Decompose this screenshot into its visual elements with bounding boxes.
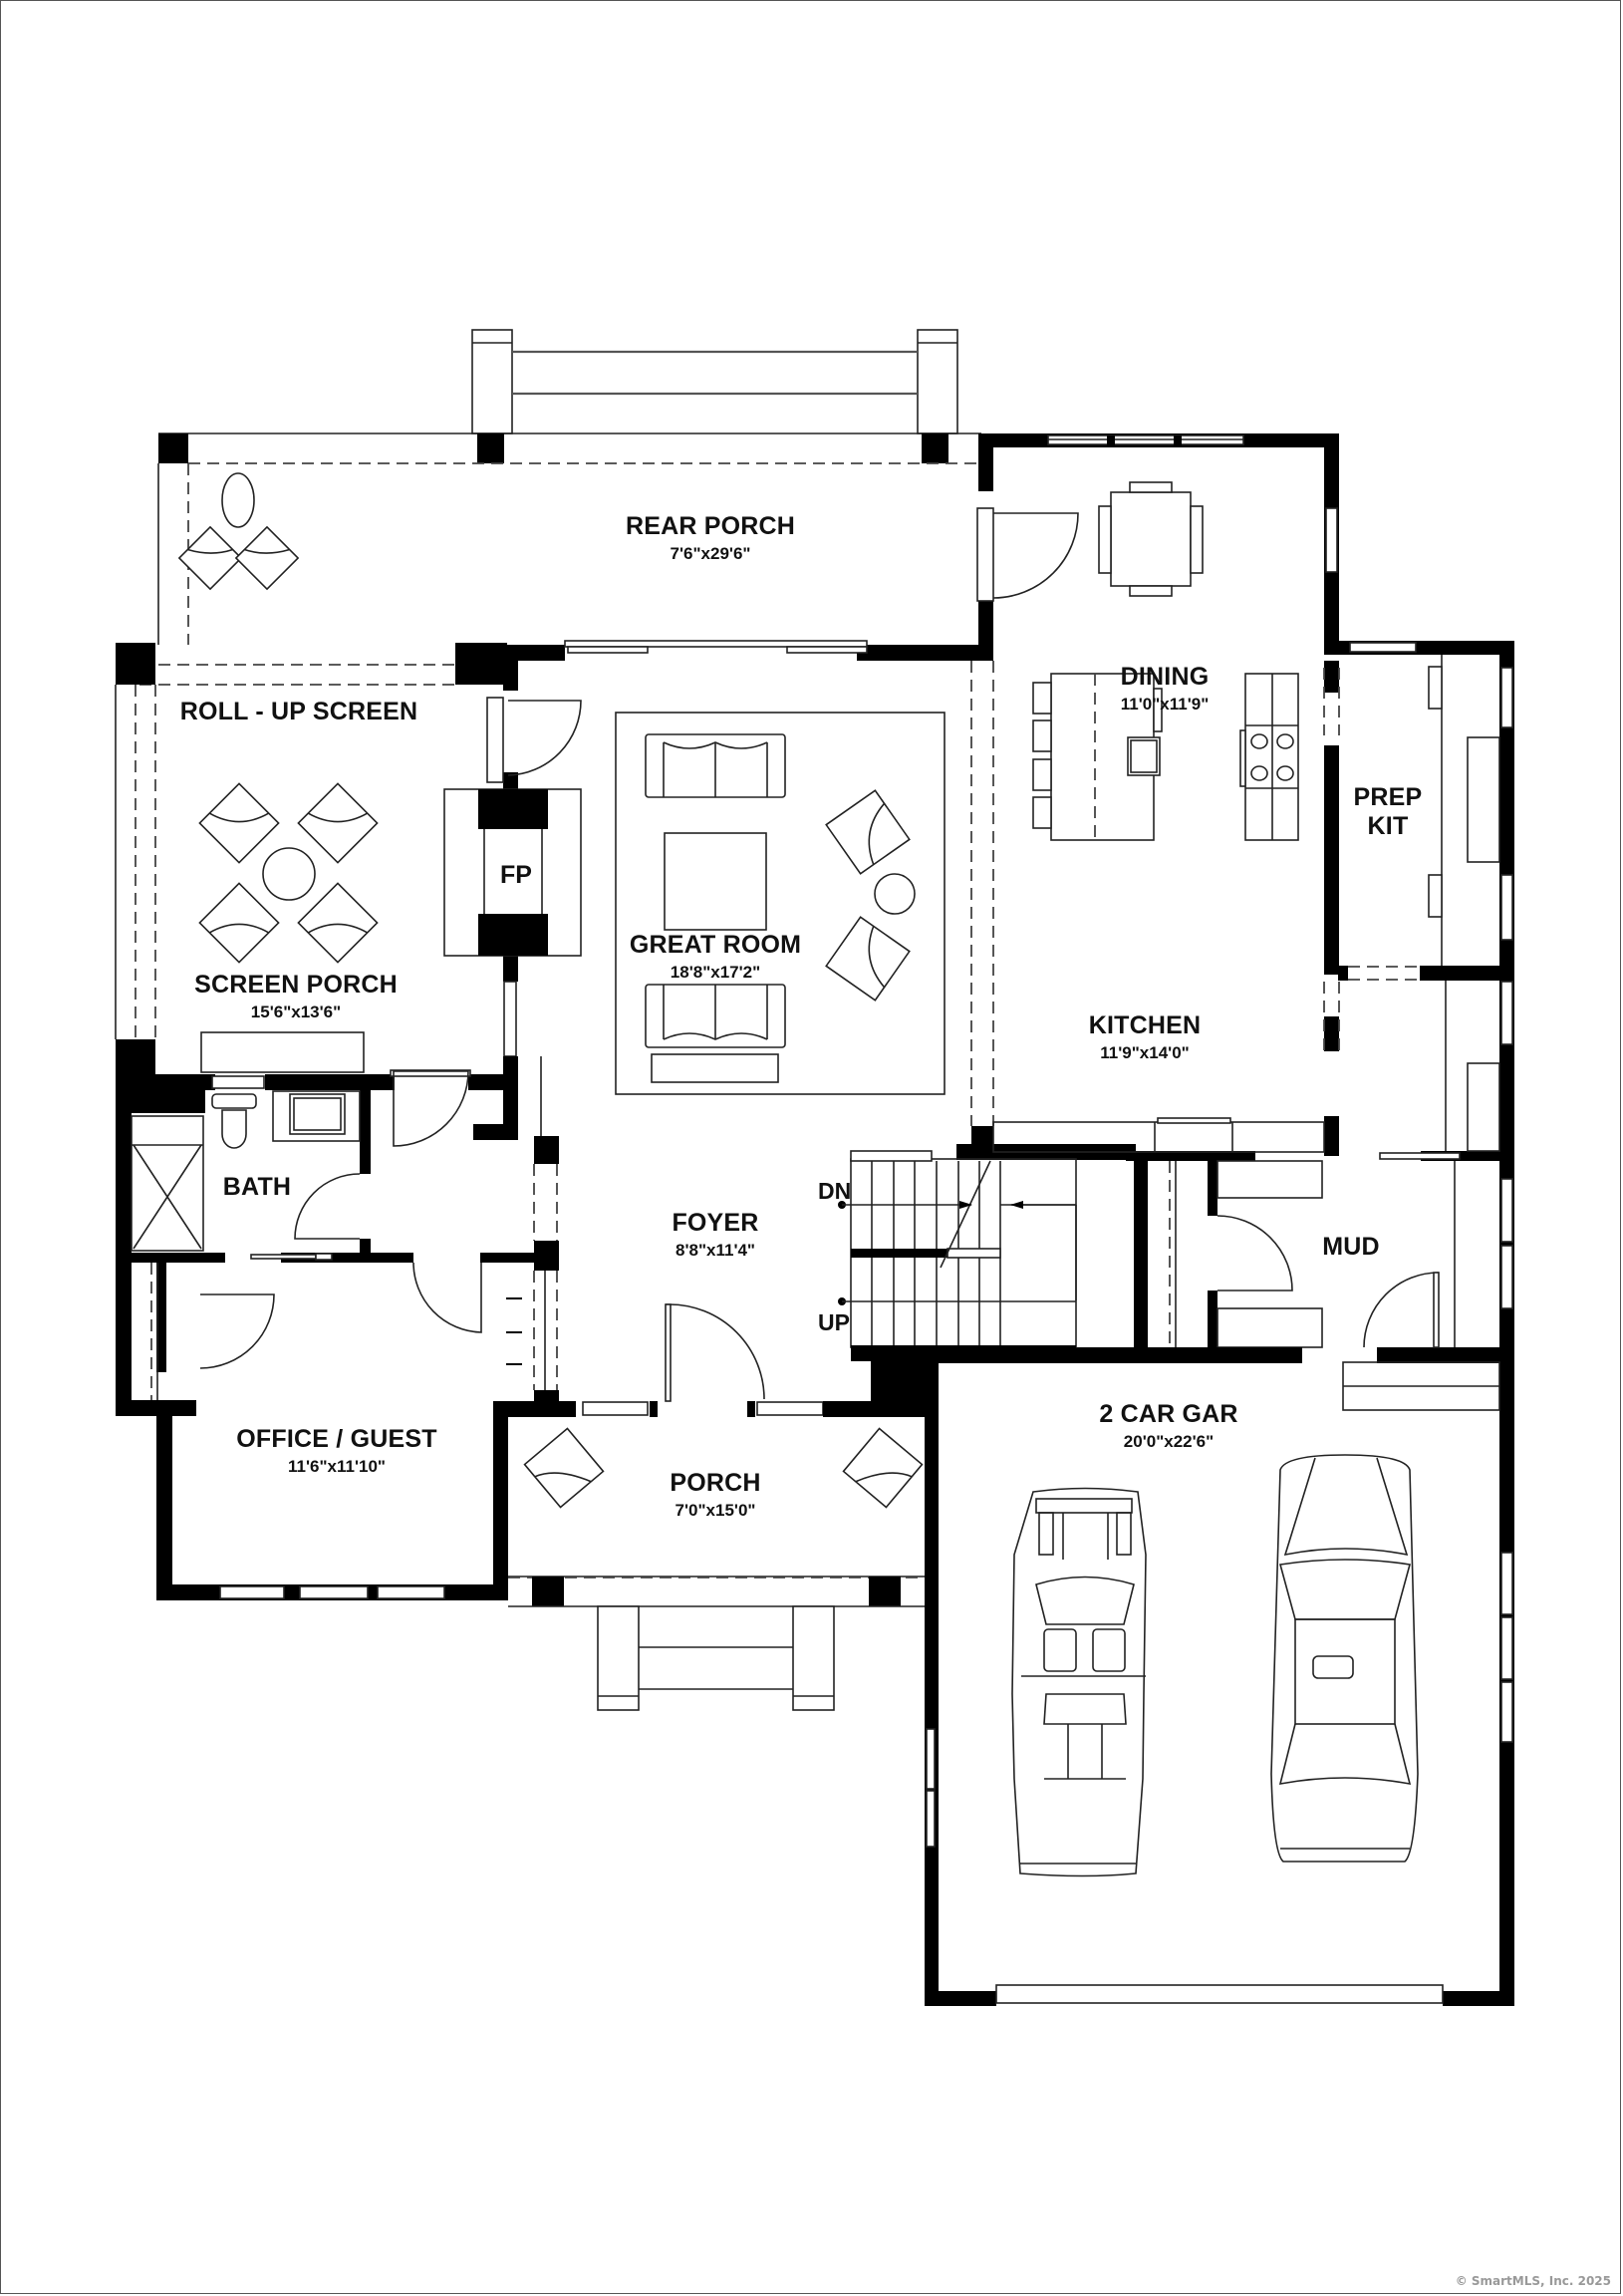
room-name: OFFICE / GUEST — [236, 1425, 437, 1453]
room-label-mud: MUD — [1322, 1233, 1380, 1262]
room-name: GREAT ROOM — [629, 931, 802, 959]
room-label-bath: BATH — [223, 1173, 291, 1202]
room-dimensions: 20'0"x22'6" — [1123, 1431, 1215, 1451]
room-name-line2: KIT — [1367, 811, 1409, 840]
fireplace — [443, 788, 582, 957]
room-name: PREP — [1353, 783, 1423, 811]
rear-porch-steps — [158, 329, 981, 434]
room-label-garage: 2 CAR GAR 20'0"x22'6" — [1099, 1400, 1237, 1451]
room-name: PORCH — [670, 1469, 761, 1497]
room-dimensions: 8'8"x11'4" — [676, 1240, 755, 1260]
stairs-down-label: DN — [818, 1178, 852, 1204]
room-name: FOYER — [672, 1209, 759, 1237]
room-label-foyer: FOYER 8'8"x11'4" — [672, 1209, 758, 1260]
stairs — [838, 1150, 1077, 1361]
room-dimensions: 18'8"x17'2" — [670, 962, 761, 982]
fireplace-label: FP — [500, 861, 532, 889]
room-name: SCREEN PORCH — [194, 971, 398, 999]
room-name: KITCHEN — [1088, 1011, 1202, 1039]
copyright-notice: © SmartMLS, Inc. 2025 — [1455, 2274, 1611, 2288]
room-dimensions: 11'0"x11'9" — [1120, 694, 1210, 714]
room-label-prep-kit: PREP KIT — [1354, 783, 1423, 841]
room-label-screen-porch: SCREEN PORCH 15'6"x13'6" — [194, 971, 398, 1021]
room-name: MUD — [1322, 1233, 1380, 1261]
front-porch-steps — [597, 1605, 835, 1711]
walls — [115, 433, 1514, 2006]
great-room-furniture — [615, 712, 946, 1095]
screen-porch-furniture — [198, 782, 379, 1073]
room-label-porch: PORCH 7'0"x15'0" — [670, 1469, 760, 1520]
room-label-dining: DINING 11'0"x11'9" — [1121, 663, 1210, 714]
room-label-kitchen: KITCHEN 11'9"x14'0" — [1089, 1011, 1202, 1062]
front-porch-furniture — [523, 1427, 924, 1509]
room-dimensions: 7'0"x15'0" — [675, 1500, 756, 1520]
stairs-up-label: UP — [818, 1309, 850, 1335]
room-dimensions: 15'6"x13'6" — [250, 1002, 342, 1021]
room-label-roll-up-screen: ROLL - UP SCREEN — [180, 698, 417, 726]
car-left — [1011, 1487, 1147, 1877]
doors — [199, 507, 1440, 1402]
room-name: DINING — [1120, 663, 1210, 691]
room-name: REAR PORCH — [625, 512, 796, 540]
room-dimensions: 7'6"x29'6" — [670, 543, 751, 563]
room-name: 2 CAR GAR — [1099, 1400, 1238, 1428]
room-name: BATH — [222, 1173, 292, 1201]
car-right — [1270, 1454, 1419, 1863]
rear-porch — [139, 433, 981, 686]
kitchen-dining-fixtures — [992, 481, 1500, 1153]
room-dimensions: 11'9"x14'0" — [1100, 1042, 1190, 1062]
room-dimensions: 11'6"x11'10" — [288, 1456, 386, 1476]
room-label-great-room: GREAT ROOM 18'8"x17'2" — [630, 931, 801, 982]
room-label-office-guest: OFFICE / GUEST 11'6"x11'10" — [236, 1425, 436, 1476]
room-label-rear-porch: REAR PORCH 7'6"x29'6" — [626, 512, 795, 563]
room-name: ROLL - UP SCREEN — [179, 698, 418, 725]
